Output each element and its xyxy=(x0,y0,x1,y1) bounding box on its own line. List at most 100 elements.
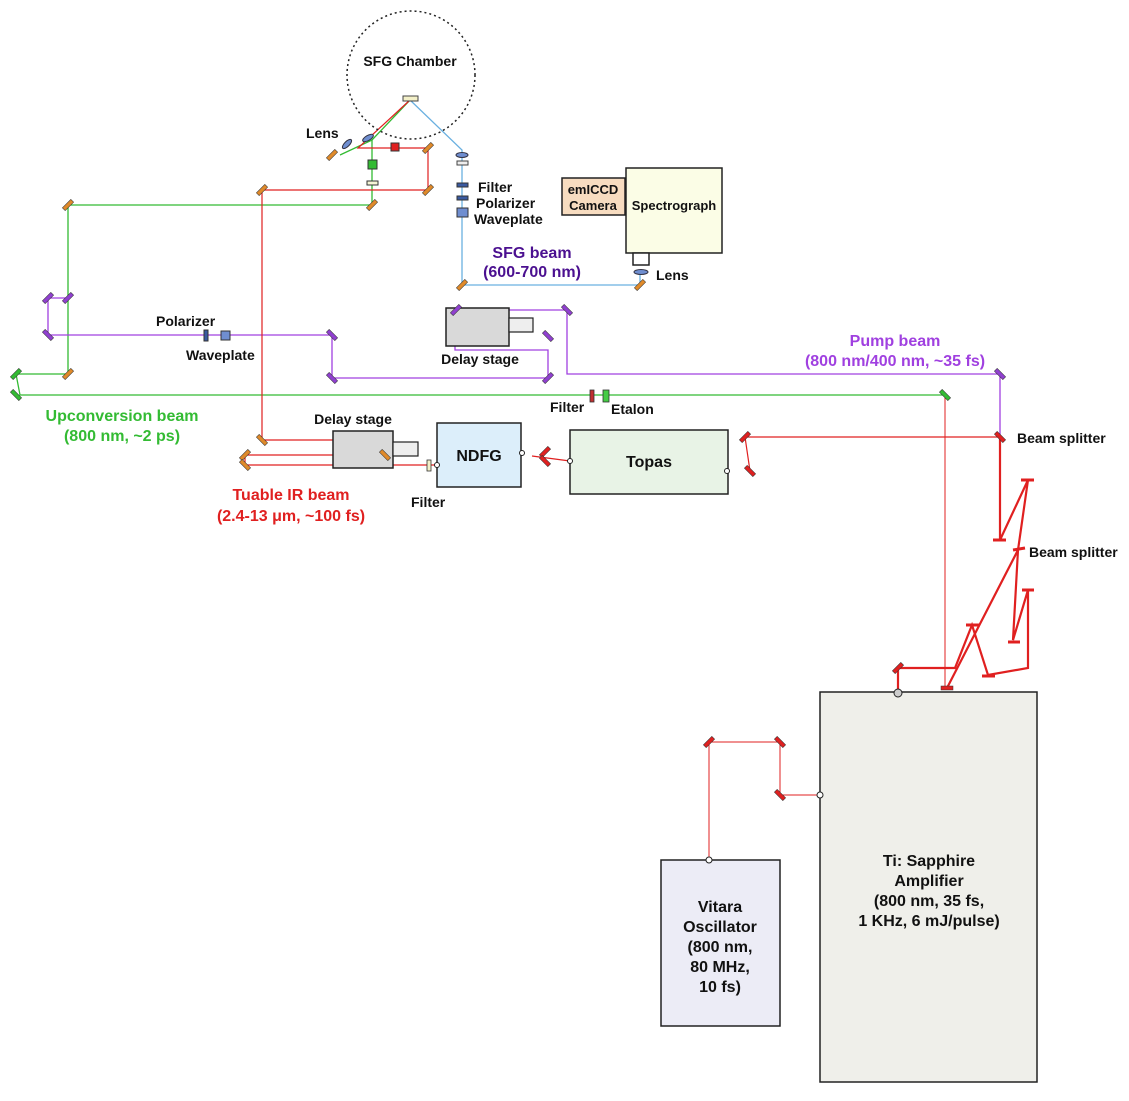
emiccd-label-2: Camera xyxy=(569,198,617,213)
mirror-icon xyxy=(743,464,757,478)
vitara-oscillator xyxy=(660,859,781,1027)
filter-icon xyxy=(426,459,432,472)
mirror-icon xyxy=(238,458,252,472)
mirror-icon xyxy=(325,371,339,385)
emiccd-label-1: emICCD xyxy=(568,182,619,197)
mirror-icon xyxy=(41,291,55,305)
waveplate-left-label: Waveplate xyxy=(186,347,255,363)
mirror-icon xyxy=(61,367,75,381)
mirror-group xyxy=(9,141,1007,802)
upconv-label-1: Upconversion beam xyxy=(46,408,199,425)
filter-icon xyxy=(456,182,469,188)
mirror-icon xyxy=(365,198,379,212)
ndfg-input-port xyxy=(434,462,440,468)
spectrograph-slit xyxy=(632,252,650,266)
filter-icon xyxy=(589,389,595,403)
etalon-label: Etalon xyxy=(611,401,654,417)
vitara-output-port xyxy=(705,856,713,864)
delay-stage-pump-rod xyxy=(508,317,534,333)
ndfg-label: NDFG xyxy=(456,448,501,465)
ndfg-box xyxy=(436,422,522,488)
beam-splitter-2-label: Beam splitter xyxy=(1029,544,1118,560)
upconv-label-2: (800 nm, ~2 ps) xyxy=(64,428,180,445)
vitara-label: Vitara Oscillator (800 nm, 80 MHz, 10 fs… xyxy=(683,899,757,996)
topas-input-port xyxy=(724,468,730,474)
sfg-beam-label-1: SFG beam xyxy=(492,245,571,262)
mirror-icon xyxy=(238,448,252,462)
vitara-line: 80 MHz, xyxy=(690,959,750,976)
sfg-beam-label-2: (600-700 nm) xyxy=(483,264,581,281)
topas-output-port xyxy=(567,458,573,464)
mirror-icon xyxy=(41,328,55,342)
polarizer-left-label: Polarizer xyxy=(156,313,216,329)
amp-line: Ti: Sapphire xyxy=(883,853,975,870)
filter-ir-label: Filter xyxy=(411,494,446,510)
pump-beam-label-1: Pump beam xyxy=(850,333,941,350)
mirror-icon xyxy=(538,454,552,468)
beam-splitter-1-label: Beam splitter xyxy=(1017,430,1106,446)
delay-stage-pump xyxy=(445,307,510,347)
amplifier-beam-path xyxy=(896,437,1030,690)
waveplate-icon xyxy=(456,207,469,218)
delay-stage-pump-label: Delay stage xyxy=(441,351,519,367)
mirror-icon xyxy=(993,430,1007,444)
waveplate-icon xyxy=(366,180,379,186)
vitara-line: Vitara xyxy=(698,899,742,916)
mirror-icon xyxy=(255,183,269,197)
lens-icon xyxy=(455,152,469,158)
emiccd-camera xyxy=(561,177,626,216)
vitara-line: Oscillator xyxy=(683,919,757,936)
mirror-icon xyxy=(9,367,23,381)
mirror-icon xyxy=(938,388,952,402)
filter-icon xyxy=(367,159,378,170)
waveplate-sfg-label: Waveplate xyxy=(474,211,543,227)
spectrograph xyxy=(625,167,723,254)
delay-stage-ir-label: Delay stage xyxy=(314,411,392,427)
ti-sapphire-amplifier xyxy=(819,691,1038,1083)
polarizer-sfg-label: Polarizer xyxy=(476,195,536,211)
delay-stage-ir xyxy=(332,430,394,469)
polarizer-icon xyxy=(203,329,209,342)
mirror-icon xyxy=(61,291,75,305)
filter-sfg-label: Filter xyxy=(478,179,513,195)
mirror-icon xyxy=(633,278,647,292)
mirror-icon xyxy=(773,735,787,749)
lens-icon xyxy=(633,269,649,275)
amplifier-curved-mirrors xyxy=(966,478,1034,678)
filter-icon xyxy=(390,142,400,152)
mirror-icon xyxy=(773,788,787,802)
amp-line: (800 nm, 35 fs, xyxy=(874,893,984,910)
mirror-icon xyxy=(9,388,23,402)
lens-spec-label: Lens xyxy=(656,267,689,283)
mirror-icon xyxy=(421,183,435,197)
mirror-icon xyxy=(421,141,435,155)
filter-mid-label: Filter xyxy=(550,399,585,415)
mirror-icon xyxy=(255,433,269,447)
ir-beam-label-1: Tuable IR beam xyxy=(232,487,349,504)
lens-icon xyxy=(362,133,374,143)
pump-beam-label-2: (800 nm/400 nm, ~35 fs) xyxy=(805,353,985,370)
amp-line: Amplifier xyxy=(894,873,963,890)
ir-beam-label-2: (2.4-13 μm, ~100 fs) xyxy=(217,508,365,525)
mirror-icon xyxy=(738,430,752,444)
filter-icon xyxy=(456,160,469,166)
lens-top-label: Lens xyxy=(306,125,339,141)
lens-icon xyxy=(341,138,353,150)
mirror-icon xyxy=(538,445,552,459)
polarizer-icon xyxy=(456,195,469,201)
mirror-icon xyxy=(541,371,555,385)
sfg-chamber xyxy=(346,10,476,140)
delay-stage-ir-rod xyxy=(392,441,419,457)
mirror-icon xyxy=(560,303,574,317)
mirror-icon xyxy=(455,278,469,292)
mirror-icon xyxy=(325,328,339,342)
topas-box xyxy=(569,429,729,495)
sfg-chamber-label: SFG Chamber xyxy=(363,53,457,69)
mirror-icon xyxy=(993,367,1007,381)
mirror-icon xyxy=(940,685,954,691)
mirror-icon xyxy=(325,148,339,162)
mirror-icon xyxy=(378,448,392,462)
mirror-icon xyxy=(541,329,555,343)
amplifier-output-port xyxy=(893,688,903,698)
topas-label: Topas xyxy=(626,454,672,471)
